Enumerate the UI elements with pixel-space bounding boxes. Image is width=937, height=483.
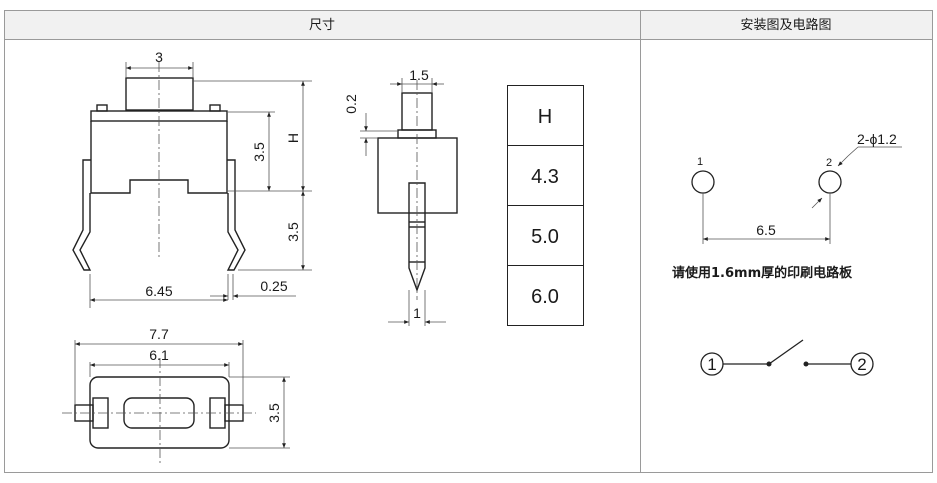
pcb-thickness-note: 请使用1.6mm厚的印刷电路板 — [672, 265, 853, 281]
height-table-row: 4.3 — [531, 166, 559, 188]
height-table — [507, 85, 584, 326]
dim-body-height: 3.5 — [251, 142, 267, 162]
mounting-hole-2 — [818, 170, 842, 194]
mounting-diagram: 1 2 2-ϕ1.2 6.5 — [691, 131, 902, 244]
dim-actuator-side-width: 1.5 — [409, 67, 429, 83]
hole-2-label: 2 — [826, 157, 832, 169]
dim-body-depth: 3.5 — [266, 403, 282, 423]
switch-contact-dot — [803, 361, 809, 367]
dim-overall-width: 7.7 — [149, 326, 169, 342]
dim-actuator-width: 3 — [155, 49, 163, 65]
table-frame — [4, 10, 933, 473]
dim-pin-width: 1 — [413, 305, 421, 321]
terminal-2-label: 2 — [857, 355, 866, 374]
mounting-hole-1 — [691, 170, 715, 194]
dim-actuator-gap: 0.2 — [343, 94, 359, 114]
bottom-view — [74, 376, 244, 449]
dim-pin-thickness: 0.25 — [260, 278, 287, 294]
side-view — [377, 92, 458, 293]
hole-1-label: 1 — [697, 156, 703, 168]
header-dimensions: 尺寸 — [309, 18, 335, 33]
dim-pin-spacing: 6.45 — [145, 283, 172, 299]
circuit-diagram: 1 2 — [700, 339, 874, 376]
hole-spacing-label: 6.5 — [756, 222, 776, 238]
switch-contact-dot — [766, 361, 772, 367]
dim-pin-length: 3.5 — [285, 222, 301, 242]
height-table-row: 6.0 — [531, 286, 559, 308]
hole-spec-label: 2-ϕ1.2 — [857, 131, 897, 147]
dim-body-width: 6.1 — [149, 347, 169, 363]
dim-total-height: H — [285, 133, 301, 143]
height-table-row: 5.0 — [531, 226, 559, 248]
header-mounting-circuit: 安装图及电路图 — [740, 17, 831, 33]
height-table-header: H — [538, 106, 552, 128]
terminal-1-label: 1 — [707, 355, 716, 374]
